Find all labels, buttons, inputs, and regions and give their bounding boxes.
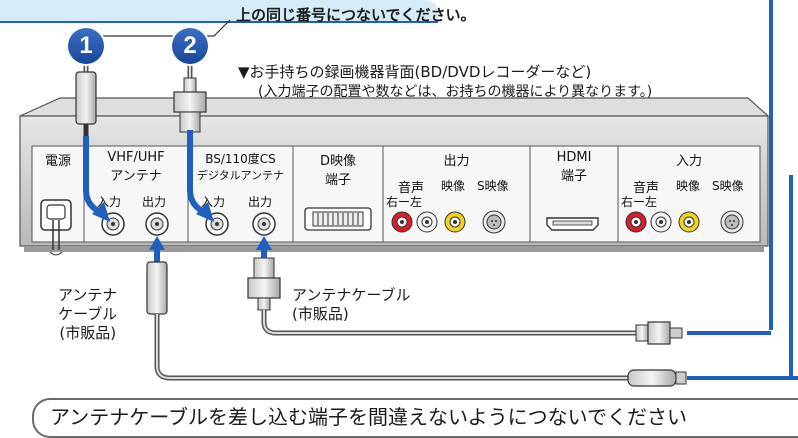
footer-note: アンテナケーブルを差し込む端子を間違えないようにつないでください xyxy=(32,398,798,438)
hdmi-label: HDMI 端子 xyxy=(530,150,618,184)
bs-title: BS/110度CS デジタルアンテナ xyxy=(188,150,293,183)
vhf-out-label: 出力 xyxy=(142,195,167,209)
d-video-line2: 端子 xyxy=(324,173,351,188)
power-label: 電源 xyxy=(44,154,71,169)
output-cable-2 xyxy=(247,257,683,345)
cable-label-left-line2: ケーブル xyxy=(58,304,118,323)
vhf-title-line1: VHF/UHF xyxy=(107,150,165,165)
coax-jacks xyxy=(101,212,276,236)
callout-text: 上の同じ番号につないでください。 xyxy=(236,6,476,24)
callout-pointer xyxy=(90,19,231,37)
input-video-label: 映像 xyxy=(676,179,701,193)
bs-in-label: 入力 xyxy=(201,195,226,209)
d-video-line1: D映像 xyxy=(319,154,356,169)
vhf-title-line2: アンテナ xyxy=(110,169,162,184)
output-title: 出力 xyxy=(443,154,470,169)
d-video-label: D映像 端子 xyxy=(293,150,383,188)
input-rca-jacks xyxy=(625,210,744,234)
cable-label-right-line2: (市販品) xyxy=(292,304,349,323)
output-rca-jacks xyxy=(391,210,506,234)
bs-title-line2: デジタルアンテナ xyxy=(196,169,285,182)
vhf-title: VHF/UHF アンテナ xyxy=(84,150,188,184)
cable-label-left: アンテナ ケーブル (市販品) xyxy=(58,286,117,342)
output-lr-label: 右ー左 xyxy=(386,195,423,209)
d-video-connector xyxy=(304,207,372,231)
input-audio-label: 音声 xyxy=(633,181,660,196)
cable-label-right-line1: アンテナケーブル xyxy=(292,286,411,304)
recorder-top xyxy=(19,97,770,117)
bs-out-label: 出力 xyxy=(248,195,273,209)
output-audio-label: 音声 xyxy=(398,181,425,196)
bs-title-line1: BS/110度CS xyxy=(205,152,276,166)
hdmi-line2: 端子 xyxy=(560,169,587,184)
cable-label-left-line3: (市販品) xyxy=(59,323,117,342)
input-lr-label: 右ー左 xyxy=(621,195,658,209)
recorder-title: ▼お手持ちの録画機器背面(BD/DVDレコーダーなど) xyxy=(238,63,592,81)
input-svideo-label: S映像 xyxy=(712,179,744,193)
output-video-label: 映像 xyxy=(441,179,466,193)
callout-banner xyxy=(0,0,438,22)
vhf-in-label: 入力 xyxy=(97,195,122,209)
marker-1: 1 xyxy=(68,28,104,64)
footer-note-text: アンテナケーブルを差し込む端子を間違えないようにつないでください xyxy=(50,405,687,429)
hdmi-line1: HDMI xyxy=(556,150,592,165)
output-svideo-label: S映像 xyxy=(477,179,509,193)
marker-2: 2 xyxy=(172,28,208,64)
recorder-note: (入力端子の配置や数などは、お持ちの機器により異なります。) xyxy=(258,84,653,100)
input-title: 入力 xyxy=(675,154,702,169)
output-cable-1 xyxy=(146,261,687,387)
cable-label-left-line1: アンテナ xyxy=(58,286,118,304)
cable-label-right: アンテナケーブル (市販品) xyxy=(292,286,411,324)
